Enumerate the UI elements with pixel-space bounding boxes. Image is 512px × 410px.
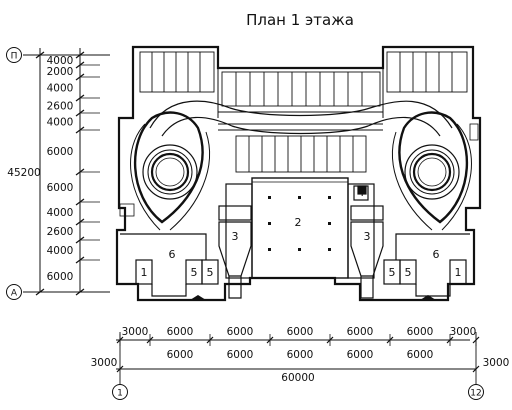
horizontal-dim-label-top: 3000 — [122, 326, 149, 338]
vertical-dim-label: 4000 — [47, 207, 74, 219]
horizontal-dim-label-bottom: 6000 — [407, 349, 434, 361]
vertical-dim-label: 4000 — [47, 117, 74, 129]
room-5-c: 5 — [389, 266, 396, 279]
axis-label-right: 12 — [470, 389, 481, 399]
vertical-dim-labels: 4000200040002600400060006000400026004000… — [47, 55, 74, 283]
vertical-total-dim: 45200 — [7, 167, 40, 179]
axis-bubble-top: П — [6, 47, 22, 63]
horizontal-dim-label-top: 6000 — [407, 326, 434, 338]
side-blocks — [119, 123, 479, 297]
room-4: 4 — [358, 186, 365, 199]
horizontal-tick — [472, 365, 480, 373]
axis-label-left: 1 — [117, 389, 123, 399]
room-3-left: 3 — [232, 230, 239, 243]
horizontal-dim-label-bottom: 6000 — [347, 349, 374, 361]
axis-bubble-left: 1 — [112, 384, 128, 400]
horizontal-dim-label-top: 6000 — [227, 326, 254, 338]
curved-gallery — [149, 100, 453, 137]
hall-columns — [268, 196, 331, 251]
axis-label-bottom: А — [11, 289, 18, 299]
vertical-dim-label: 6000 — [47, 271, 74, 283]
entrance-markers — [190, 295, 436, 300]
room-5-d: 5 — [405, 266, 412, 279]
room-1-right: 1 — [455, 266, 462, 279]
room-6-right: 6 — [433, 248, 440, 261]
vertical-dim-label: 2600 — [47, 101, 74, 113]
vertical-dim-label: 2000 — [47, 66, 74, 78]
horizontal-tick — [116, 365, 124, 373]
vertical-dim-ticks — [35, 51, 100, 296]
right-edge-dim: 3000 — [483, 357, 510, 369]
axis-label-top: П — [11, 52, 18, 62]
vertical-dim-label: 6000 — [47, 182, 74, 194]
horizontal-dim-label-top: 3000 — [450, 326, 477, 338]
vertical-dim-label: 4000 — [47, 245, 74, 257]
stair-rooms — [218, 205, 384, 299]
horizontal-dim-label-bottom: 6000 — [287, 349, 314, 361]
axis-bubble-bottom: А — [6, 284, 22, 300]
horizontal-total-dim: 60000 — [281, 372, 314, 384]
vertical-tick — [35, 288, 45, 296]
vertical-tick — [35, 51, 45, 59]
left-rotunda — [130, 111, 211, 231]
horizontal-dim-label-bottom: 6000 — [167, 349, 194, 361]
room-6-left: 6 — [169, 248, 176, 261]
vertical-dim-label: 2600 — [47, 226, 74, 238]
horizontal-dim-label-top: 6000 — [167, 326, 194, 338]
horizontal-dim-label-top: 6000 — [287, 326, 314, 338]
left-edge-dim: 3000 — [91, 357, 118, 369]
upper-right-wing-cells — [386, 51, 468, 93]
room-5-a: 5 — [191, 266, 198, 279]
room-2: 2 — [295, 216, 302, 229]
horizontal-dim-label-top: 6000 — [347, 326, 374, 338]
vertical-dim-label: 6000 — [47, 146, 74, 158]
vertical-dim-label: 4000 — [47, 83, 74, 95]
horizontal-dim-label-bottom: 6000 — [227, 349, 254, 361]
axis-bubble-right: 12 — [468, 384, 484, 400]
horizontal-dim-ticks — [116, 334, 480, 373]
plan-title: План 1 этажа — [246, 11, 354, 29]
upper-left-wing-cells — [139, 51, 215, 93]
central-lower-cells — [235, 135, 367, 173]
room-1-left: 1 — [141, 266, 148, 279]
horizontal-dim-labels: 3000 6000 6000 6000 6000 6000 3000 6000 6000 6000… — [122, 326, 477, 361]
vertical-dim-label: 4000 — [47, 55, 74, 67]
right-rotunda — [391, 111, 472, 231]
room-5-b: 5 — [207, 266, 214, 279]
room-numbers: 1 1 2 3 3 4 5 5 5 5 6 6 — [141, 186, 462, 279]
central-upper-cells — [221, 71, 381, 107]
room-3-right: 3 — [364, 230, 371, 243]
